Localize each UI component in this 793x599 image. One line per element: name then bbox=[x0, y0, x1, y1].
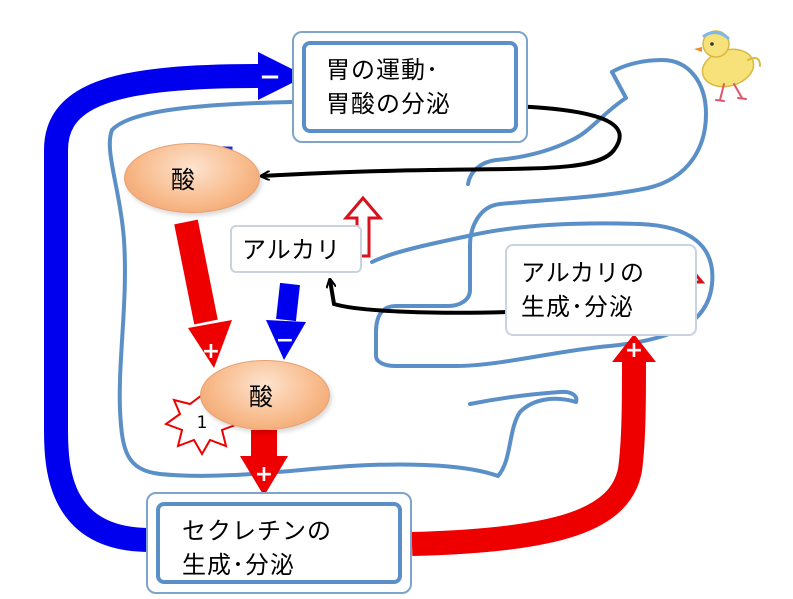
hollow-up-arrow-icon-alkali bbox=[342, 195, 384, 258]
stomach-inner-contour bbox=[466, 70, 628, 186]
acid-oval-stomach: 酸 bbox=[124, 143, 260, 213]
stomach-box-line1: 胃の運動･ bbox=[326, 56, 439, 84]
arrow-pancreas-to-alkali bbox=[330, 280, 509, 315]
chick-icon bbox=[694, 30, 761, 102]
minus-sign-alkali: − bbox=[275, 328, 295, 353]
plus-sign-pancreas: + bbox=[624, 338, 644, 363]
stomach-motility-box: 胃の運動･ 胃酸の分泌 bbox=[292, 31, 528, 143]
body-left-contour bbox=[107, 100, 578, 478]
pancreas-box-line2: 生成･分泌 bbox=[521, 293, 634, 321]
duodenum-lower-contour bbox=[468, 389, 579, 406]
secretin-box-line2: 生成･分泌 bbox=[182, 551, 295, 579]
stomach-duodenum-outer-contour bbox=[370, 58, 715, 368]
secretin-box: セクレチンの 生成･分泌 bbox=[146, 492, 412, 594]
acid-oval-duodenum: 酸 bbox=[200, 360, 330, 430]
blue-arrow-alkali-to-duodenum bbox=[276, 282, 300, 322]
red-arrowhead-secretin bbox=[240, 456, 288, 496]
blue-inhibitory-loop bbox=[44, 64, 261, 552]
alkali-box: アルカリ bbox=[230, 225, 362, 273]
blue-arrowhead-alkali bbox=[266, 320, 306, 360]
secretin-box-line1: セクレチンの bbox=[182, 517, 332, 545]
starburst-number: 1 bbox=[196, 413, 208, 433]
red-arrow-acid-to-duodenum bbox=[174, 219, 218, 325]
acid-label-duodenum: 酸 bbox=[249, 383, 273, 411]
alkali-label: アルカリ bbox=[242, 236, 342, 264]
plus-sign-secretin: + bbox=[254, 462, 274, 487]
plus-sign-acid: + bbox=[201, 339, 221, 364]
arrow-stomach-to-acid bbox=[262, 104, 622, 176]
gut-outline bbox=[107, 58, 715, 478]
red-arrowhead-pancreas bbox=[612, 334, 656, 362]
blue-inhibitory-arrowhead bbox=[258, 52, 306, 100]
red-arrow-secretin-to-pancreas bbox=[411, 359, 646, 556]
pancreas-box-line1: アルカリの bbox=[521, 259, 646, 287]
stomach-box-line2: 胃酸の分泌 bbox=[326, 90, 451, 118]
red-arrowhead-acid bbox=[188, 320, 232, 368]
acid-label-stomach: 酸 bbox=[171, 166, 195, 194]
minus-sign-stomach: − bbox=[259, 62, 281, 92]
pancreas-alkali-box: アルカリの 生成･分泌 bbox=[505, 244, 697, 336]
